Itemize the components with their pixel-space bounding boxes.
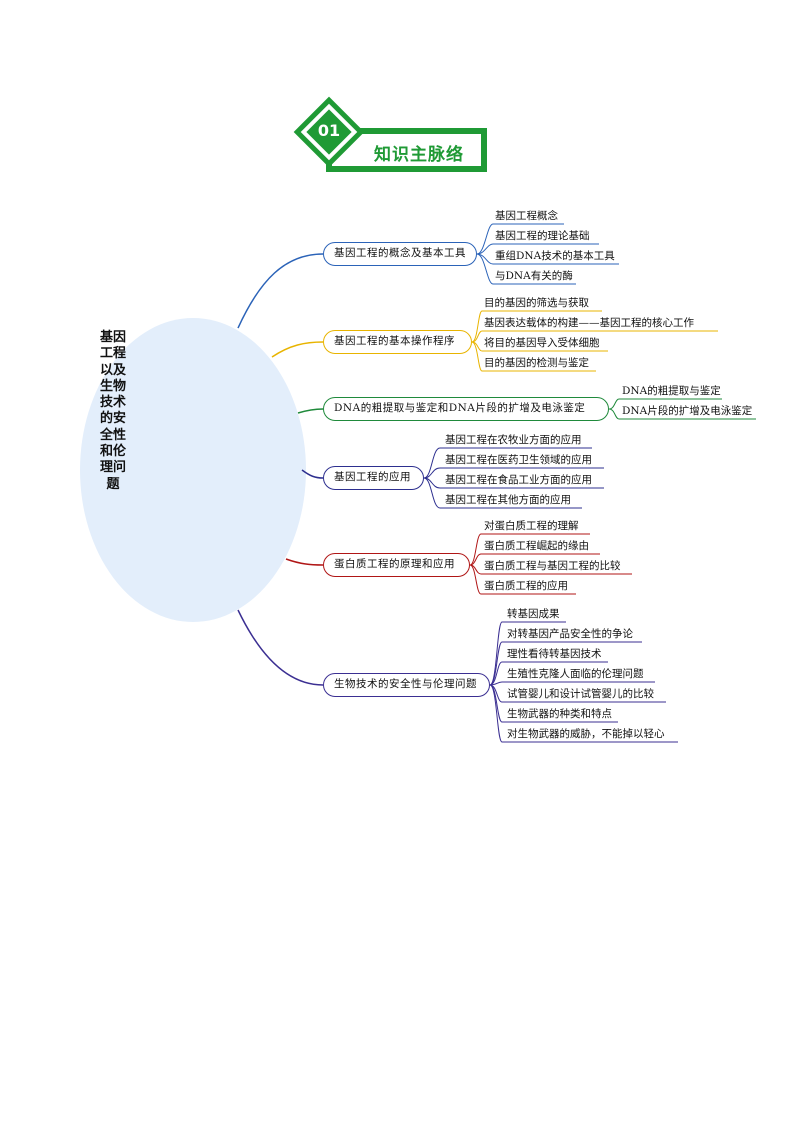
- branch-5[interactable]: 蛋白质工程的原理和应用: [323, 553, 470, 577]
- leaf-5-2[interactable]: 蛋白质工程崛起的缘由: [484, 540, 589, 552]
- section-badge: 知识主脉络 01: [293, 96, 490, 172]
- branch-2-label: 基因工程的基本操作程序: [334, 335, 455, 347]
- link-root-branch-5: [285, 558, 324, 566]
- link-root-branch-6: [237, 609, 324, 686]
- badge-diamond-icon: 01: [293, 96, 365, 168]
- branch-4-label: 基因工程的应用: [334, 471, 411, 483]
- leaf-5-3[interactable]: 蛋白质工程与基因工程的比较: [484, 560, 621, 572]
- section-title: 知识主脉络: [374, 145, 464, 165]
- leaf-6-4[interactable]: 生殖性克隆人面临的伦理问题: [507, 668, 644, 680]
- root-node[interactable]: [80, 318, 306, 622]
- leaf-4-2[interactable]: 基因工程在医药卫生领域的应用: [445, 454, 592, 466]
- leaf-1-4[interactable]: 与DNA有关的酶: [495, 270, 573, 282]
- leaf-1-2[interactable]: 基因工程的理论基础: [495, 230, 590, 242]
- branch-6[interactable]: 生物技术的安全性与伦理问题: [323, 673, 490, 697]
- leaf-6-6[interactable]: 生物武器的种类和特点: [507, 708, 612, 720]
- branch-1-label: 基因工程的概念及基本工具: [334, 247, 466, 259]
- branch-4[interactable]: 基因工程的应用: [323, 466, 424, 490]
- branch-3[interactable]: DNA的粗提取与鉴定和DNA片段的扩增及电泳鉴定: [323, 397, 609, 421]
- leaf-3-1[interactable]: DNA的粗提取与鉴定: [622, 385, 721, 397]
- leaf-3-2[interactable]: DNA片段的扩增及电泳鉴定: [622, 405, 753, 417]
- leaf-6-1[interactable]: 转基因成果: [507, 608, 560, 620]
- leaf-1-1[interactable]: 基因工程概念: [495, 210, 558, 222]
- branch-3-label: DNA的粗提取与鉴定和DNA片段的扩增及电泳鉴定: [334, 402, 586, 414]
- link-root-branch-1: [237, 253, 324, 329]
- branch-5-label: 蛋白质工程的原理和应用: [334, 558, 455, 570]
- leaf-4-3[interactable]: 基因工程在食品工业方面的应用: [445, 474, 592, 486]
- branch-1[interactable]: 基因工程的概念及基本工具: [323, 242, 477, 266]
- leaf-2-2[interactable]: 基因表达载体的构建——基因工程的核心工作: [484, 317, 694, 329]
- root-label: 基因工程以及生物技术的安全性和伦理问题: [100, 330, 127, 492]
- link-root-branch-2: [271, 341, 324, 358]
- leaf-5-1[interactable]: 对蛋白质工程的理解: [484, 520, 579, 532]
- leaf-4-4[interactable]: 基因工程在其他方面的应用: [445, 494, 571, 506]
- link-root-branch-4: [301, 469, 324, 479]
- leaf-6-5[interactable]: 试管婴儿和设计试管婴儿的比较: [507, 688, 654, 700]
- branch-6-label: 生物技术的安全性与伦理问题: [334, 678, 477, 690]
- leaf-2-3[interactable]: 将目的基因导入受体细胞: [484, 337, 600, 349]
- leaf-6-3[interactable]: 理性看待转基因技术: [507, 648, 602, 660]
- section-number: 01: [317, 121, 341, 140]
- leaf-6-2[interactable]: 对转基因产品安全性的争论: [507, 628, 633, 640]
- leaf-5-4[interactable]: 蛋白质工程的应用: [484, 580, 568, 592]
- leaf-2-1[interactable]: 目的基因的筛选与获取: [484, 297, 589, 309]
- branch-2[interactable]: 基因工程的基本操作程序: [323, 330, 472, 354]
- leaf-6-7[interactable]: 对生物武器的威胁，不能掉以轻心: [507, 728, 665, 740]
- leaf-2-4[interactable]: 目的基因的检测与鉴定: [484, 357, 589, 369]
- leaf-4-1[interactable]: 基因工程在农牧业方面的应用: [445, 434, 582, 446]
- leaf-1-3[interactable]: 重组DNA技术的基本工具: [495, 250, 615, 262]
- link-root-branch-3: [297, 408, 324, 414]
